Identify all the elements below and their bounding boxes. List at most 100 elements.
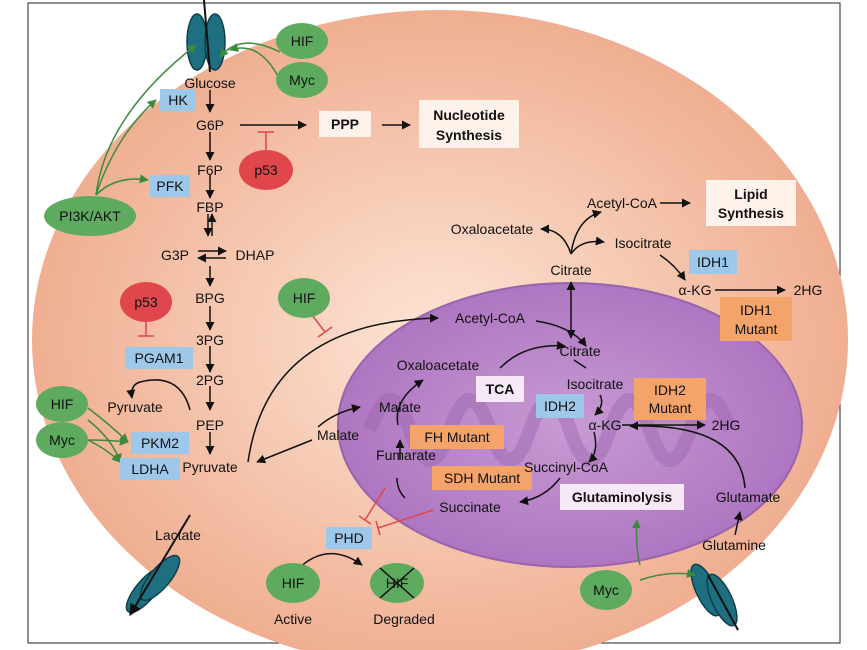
- hif-left-label: HIF: [51, 396, 74, 412]
- pep-label: PEP: [196, 417, 224, 433]
- glutamine-label: Glutamine: [702, 537, 766, 553]
- tca-label: TCA: [486, 381, 515, 397]
- phd-label: PHD: [334, 530, 364, 546]
- nucleotide-label-2: Synthesis: [436, 127, 502, 143]
- p53-oval-mid: [120, 282, 172, 322]
- fh-mutant-box: [410, 425, 504, 449]
- idh1-mutant-box: [720, 297, 792, 341]
- akg-mito-label: α-KG: [589, 417, 622, 433]
- lipid-label-1: Lipid: [734, 186, 767, 202]
- citrate-mito-label: Citrate: [559, 343, 600, 359]
- myc-top-label: Myc: [289, 72, 315, 88]
- akg-top-label: α-KG: [679, 282, 712, 298]
- p53-mid-label: p53: [134, 294, 158, 310]
- glutaminolysis-label: Glutaminolysis: [572, 489, 673, 505]
- pfk-box: [150, 175, 190, 197]
- hk-box: [160, 89, 196, 111]
- pfk-label: PFK: [156, 178, 184, 194]
- pyruvate-label: Pyruvate: [182, 459, 237, 475]
- acetylcoa-mito-label: Acetyl-CoA: [455, 310, 526, 326]
- isocitrate-mito-label: Isocitrate: [567, 376, 624, 392]
- ldha-box: [120, 458, 180, 480]
- myc-oval-top: [276, 62, 328, 98]
- pgam1-box: [125, 347, 193, 369]
- nucleotide-box: [419, 100, 519, 148]
- ldha-label: LDHA: [131, 461, 169, 477]
- hif-degraded-text: HIF: [386, 575, 409, 591]
- degraded-label: Degraded: [373, 611, 435, 627]
- idh2-label: IDH2: [544, 398, 576, 414]
- pkm2-box: [131, 432, 189, 454]
- dhap-label: DHAP: [236, 247, 275, 263]
- succinylcoa-label: Succinyl-CoA: [524, 459, 609, 475]
- glutaminolysis-box: [560, 484, 684, 510]
- tca-box: [476, 376, 524, 402]
- idh2-mutant-label-2: Mutant: [649, 400, 692, 416]
- glucose-transporter: [186, 0, 226, 73]
- myc-oval-bottom: [580, 570, 632, 610]
- succinate-label: Succinate: [439, 499, 501, 515]
- idh1-label: IDH1: [697, 254, 729, 270]
- hif-mid-label: HIF: [293, 290, 316, 306]
- myc-bottom-label: Myc: [593, 582, 619, 598]
- hif-oval-left: [36, 386, 88, 422]
- p53-top-label: p53: [254, 162, 278, 178]
- lipid-label-2: Synthesis: [718, 205, 784, 221]
- ppp-label: PPP: [331, 116, 359, 132]
- f6p-label: F6P: [197, 162, 223, 178]
- malate-cyto-label: Malate: [317, 427, 359, 443]
- oxaloacetate-top-label: Oxaloacetate: [451, 221, 534, 237]
- fbp-label: FBP: [196, 199, 223, 215]
- idh1-mutant-label-1: IDH1: [740, 302, 772, 318]
- activation-arrows: [87, 42, 696, 581]
- process-boxes: [319, 100, 796, 510]
- pathway-arrows: [126, 90, 786, 571]
- labels: Glucose G6P F6P FBP G3P DHAP BPG 3PG 2PG…: [49, 33, 822, 627]
- phd-box: [326, 527, 372, 549]
- myc-oval-left: [36, 422, 88, 458]
- hk-label: HK: [168, 92, 188, 108]
- pyruvate-side-label: Pyruvate: [107, 399, 162, 415]
- g6p-label: G6P: [196, 117, 224, 133]
- pi3k-label: PI3K/AKT: [59, 208, 121, 224]
- fumarate-label: Fumarate: [376, 447, 436, 463]
- oxaloacetate-mito-label: Oxaloacetate: [397, 357, 480, 373]
- p53-oval-top: [239, 150, 293, 190]
- idh1-box: [689, 250, 737, 274]
- inhibition-lines: [138, 131, 434, 536]
- fh-mutant-label: FH Mutant: [424, 429, 489, 445]
- g3p-label: G3P: [161, 247, 189, 263]
- lactate-transporter: [125, 514, 191, 617]
- idh2-mutant-label-1: IDH2: [654, 382, 686, 398]
- pgam1-label: PGAM1: [134, 350, 183, 366]
- acetylcoa-top-label: Acetyl-CoA: [587, 195, 658, 211]
- sdh-mutant-label: SDH Mutant: [444, 470, 520, 486]
- ppp-box: [319, 111, 371, 137]
- mutant-boxes: [410, 297, 792, 490]
- pi3k-oval: [44, 196, 136, 236]
- nucleotide-label-1: Nucleotide: [433, 107, 505, 123]
- isocitrate-top-label: Isocitrate: [615, 235, 672, 251]
- malate-mito-label: Malate: [379, 399, 421, 415]
- 3pg-label: 3PG: [196, 332, 224, 348]
- sdh-mutant-box: [432, 466, 532, 490]
- idh2-mutant-box: [634, 378, 706, 420]
- active-label: Active: [274, 611, 312, 627]
- 2hg-top-label: 2HG: [794, 282, 823, 298]
- myc-left-label: Myc: [49, 432, 75, 448]
- glucose-label: Glucose: [184, 75, 236, 91]
- glutamine-transporter: [690, 563, 739, 631]
- hif-oval-mid: [278, 278, 330, 318]
- lipid-box: [706, 180, 796, 226]
- hif-active-text: HIF: [282, 575, 305, 591]
- hif-oval-top: [276, 23, 328, 59]
- idh2-box: [536, 394, 584, 418]
- pkm2-label: PKM2: [141, 435, 179, 451]
- lactate-label: Lactate: [155, 527, 201, 543]
- regulator-ovals: [36, 23, 632, 610]
- 2pg-label: 2PG: [196, 372, 224, 388]
- enzyme-boxes: [120, 89, 737, 549]
- glutamate-label: Glutamate: [716, 489, 781, 505]
- bpg-label: BPG: [195, 290, 225, 306]
